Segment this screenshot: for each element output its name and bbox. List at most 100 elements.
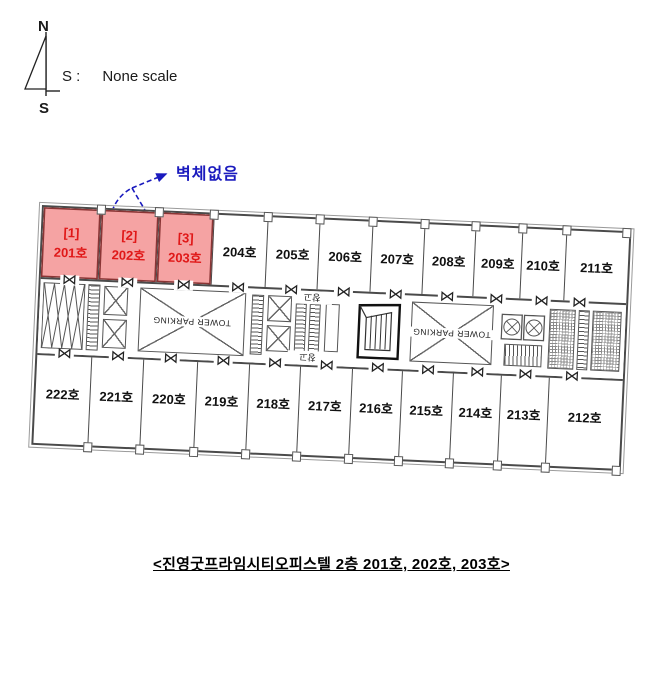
stairs-hatch [85,284,101,351]
door-icon: ⋈ [333,283,354,301]
room-214: 214호 ⋈ [449,363,502,466]
room-216-number: 216호 [358,399,394,417]
room-218: 218호 ⋈ [245,354,302,457]
door-icon: ⋈ [173,276,194,294]
room-209: 209호 ⋈ [473,226,524,308]
figure-caption: <진영굿프라임시티오피스텔 2층 201호, 202호, 203호> [0,553,663,574]
room-208-number: 208호 [431,252,466,270]
door-icon: ⋈ [108,347,128,365]
door-icon: ⋈ [281,280,301,299]
door-icon: ⋈ [437,287,457,306]
room-219-number: 219호 [204,392,239,410]
room-206: 206호 ⋈ [317,219,374,301]
door-icon: ⋈ [418,361,438,379]
room-215-number: 215호 [409,402,444,419]
top-room-row: [1] 201호 ⋈ [2] 202호 ⋈ [3] 203호 ⋈ 204호 ⋈ 205호… [40,207,630,311]
room-208: 208호 ⋈ [422,224,477,305]
room-213-number: 213호 [506,406,541,423]
room-206-number: 206호 [328,248,363,265]
room-202: [2] 202호 ⋈ [99,209,160,291]
room-201-number: 201호 [53,244,88,262]
no-wall-annotation: 벽체없음 [176,166,239,183]
room-213: 213호 ⋈ [497,365,550,468]
scale-note: S : None scale [62,68,177,85]
utility-shaft-box [267,295,293,323]
stairs-hatch [576,309,590,371]
room-219: 219호 ⋈ [193,352,250,455]
room-212-number: 212호 [567,409,602,426]
door-icon: ⋈ [531,291,552,310]
room-209-number: 209호 [480,255,516,272]
room-205-number: 205호 [275,245,310,263]
figure-caption-text: <진영굿프라임시티오피스텔 2층 201호, 202호, 203호> [153,556,510,573]
room-215: 215호 ⋈ [399,361,454,464]
crosshatch-area [590,310,622,372]
door-icon: ⋈ [467,363,487,381]
stairs-hatch [503,343,543,368]
room-218-number: 218호 [256,395,291,412]
room-203-number: 203호 [167,249,203,267]
room-217-number: 217호 [307,397,343,415]
floor-plan: [1] 201호 ⋈ [2] 202호 ⋈ [3] 203호 ⋈ 204호 ⋈ 205호… [28,201,635,475]
compass-icon: N S [22,18,82,118]
door-icon: ⋈ [515,365,536,384]
bottom-room-row: 222호 ⋈ 221호 ⋈ 220호 ⋈ 219호 ⋈ 218호 ⋈ 217호 ⋈ 216호… [33,345,623,471]
room-201-index: [1] [63,224,80,241]
door-icon: ⋈ [486,289,507,308]
door-icon: ⋈ [316,356,337,375]
room-207-number: 207호 [380,250,415,268]
room-220-number: 220호 [151,390,187,408]
utility-shaft-box [265,325,291,353]
tower-parking-right-label: TOWER PARKING [409,326,494,341]
room-202-number: 202호 [111,247,146,264]
door-icon: ⋈ [265,354,285,372]
door-icon: ⋈ [54,344,75,363]
compass-needle-icon [24,32,60,96]
room-203: [3] 203호 ⋈ [156,212,216,294]
room-214-number: 214호 [458,404,493,421]
room-221: 221호 ⋈ [88,347,145,450]
room-221-number: 221호 [99,388,134,405]
door-icon: ⋈ [228,278,248,297]
room-210-number: 210호 [525,257,561,274]
door-icon: ⋈ [161,349,181,368]
scale-label: S : [62,68,81,85]
elevator-circles-icon [500,313,546,342]
stairs-hatch [249,294,265,355]
elevator-box [101,318,127,349]
crosshatch-area [547,308,576,370]
compass-north-label: N [38,18,49,35]
room-217: 217호 ⋈ [297,357,354,459]
room-222-number: 222호 [45,385,80,403]
stair-core-icon [356,303,402,361]
shaft-box [323,303,340,353]
compass-south-label: S [39,100,50,117]
room-222: 222호 ⋈ [33,345,93,448]
room-204: 204호 ⋈ [211,214,269,296]
tower-parking-right: TOWER PARKING [409,301,494,366]
door-icon: ⋈ [562,367,582,386]
door-icon: ⋈ [368,358,388,377]
room-220: 220호 ⋈ [140,350,198,452]
door-icon: ⋈ [117,273,137,292]
stairs-hatch [293,302,307,353]
door-icon: ⋈ [385,285,406,304]
door-icon: ⋈ [213,351,234,370]
scale-value: None scale [102,68,178,85]
room-203-index: [3] [177,229,195,246]
room-210: 210호 ⋈ [520,228,568,310]
room-207: 207호 ⋈ [370,221,426,303]
room-201: [1]201호 ⋈ [40,207,103,289]
room-205: 205호 ⋈ [265,217,322,298]
stairs-hatch [307,303,321,354]
room-204-number: 204호 [222,243,257,261]
ramp-zigzag-icon [40,282,86,350]
room-211-number: 211호 [579,259,614,276]
tower-parking-left-label: TOWER PARKING [149,314,235,329]
room-211: 211호 ⋈ [564,230,629,311]
room-202-index: [2] [121,227,138,244]
tower-parking-left: TOWER PARKING [137,287,247,357]
room-216: 216호 ⋈ [349,359,404,462]
room-212: 212호 ⋈ [546,367,623,471]
door-icon: ⋈ [569,293,590,312]
